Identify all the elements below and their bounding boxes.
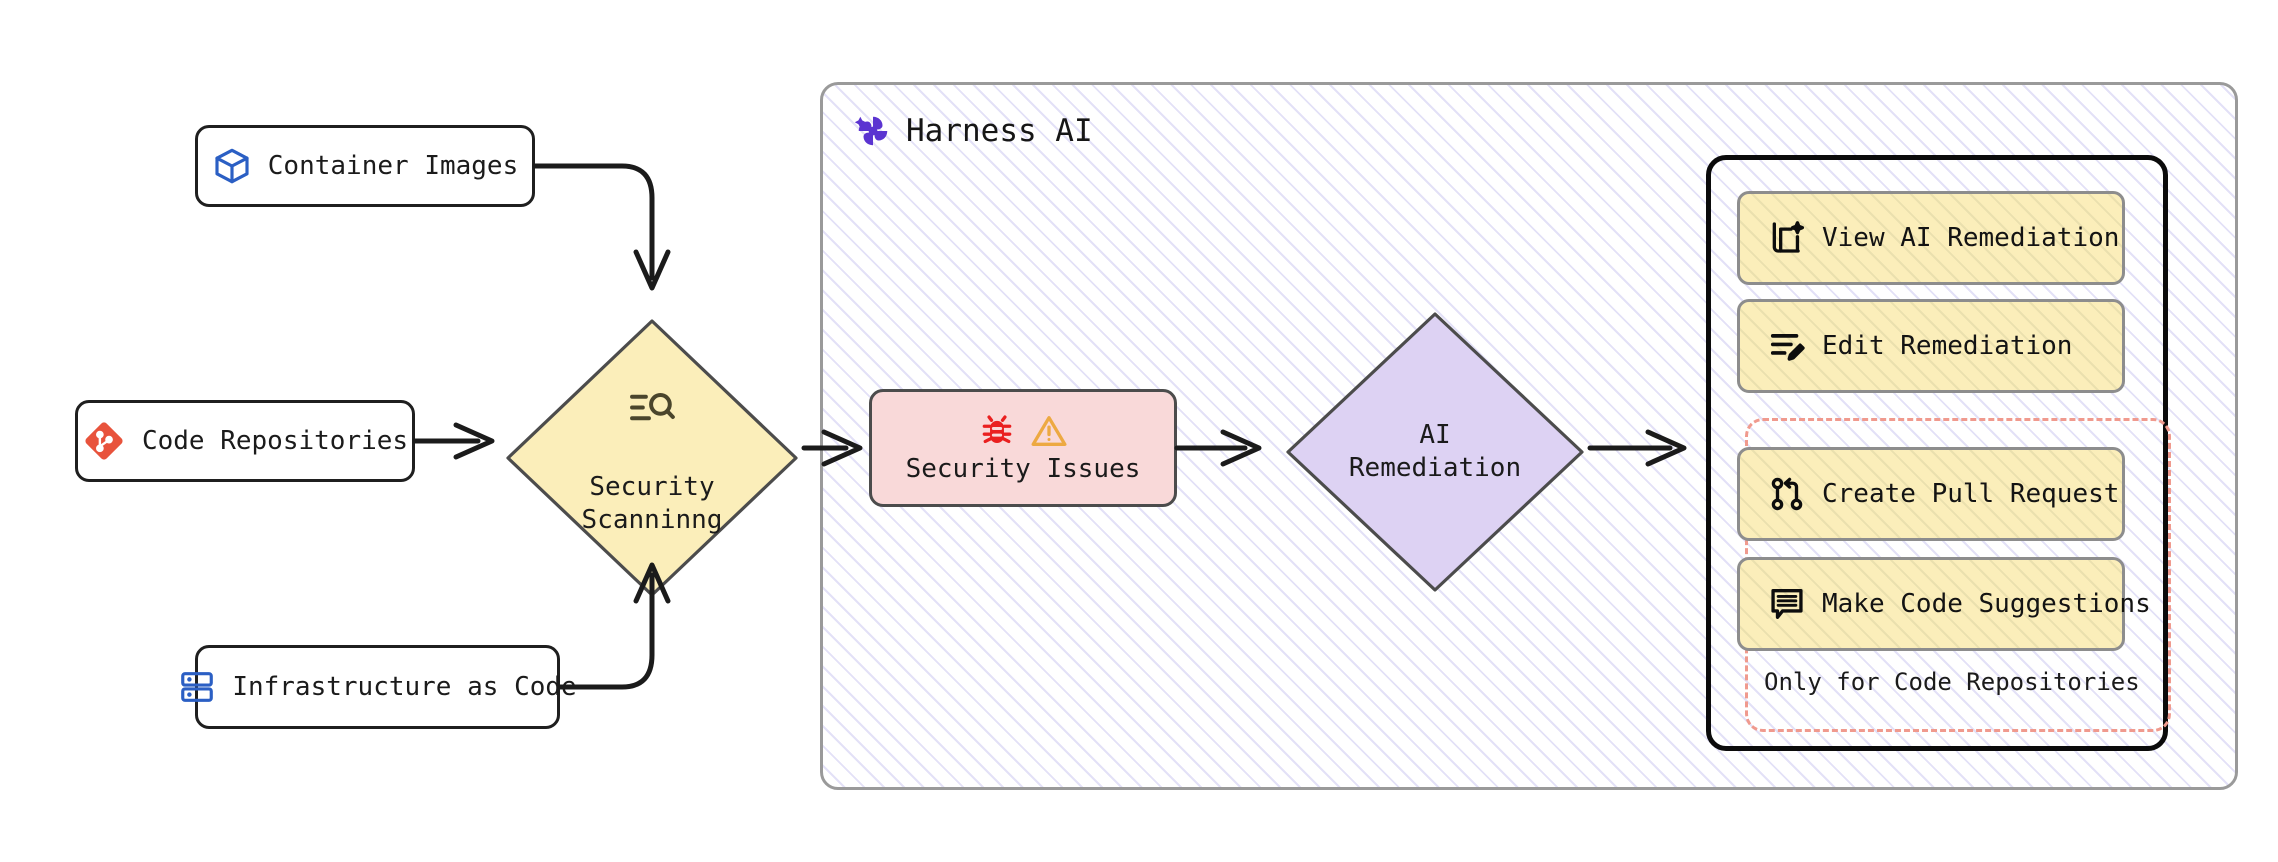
cube-icon [212, 146, 252, 186]
edge-arrowhead-container-images [633, 249, 671, 291]
action-view-ai-remediation-label: View AI Remediation [1822, 223, 2120, 253]
server-stack-icon [178, 668, 216, 706]
ai-document-sparkle-icon [1768, 219, 1806, 257]
node-security-issues[interactable]: Security Issues [869, 389, 1177, 507]
bug-icon [978, 412, 1016, 450]
edge-container-images-to-scanning [532, 163, 655, 281]
action-create-pull-request-label: Create Pull Request [1822, 479, 2120, 509]
security-issues-label: Security Issues [905, 454, 1141, 484]
action-create-pull-request[interactable]: Create Pull Request [1737, 447, 2125, 541]
action-make-code-suggestions-label: Make Code Suggestions [1822, 589, 2151, 619]
action-make-code-suggestions[interactable]: Make Code Suggestions [1737, 557, 2151, 651]
edge-arrowhead-code-repositories [453, 422, 495, 460]
action-edit-remediation-label: Edit Remediation [1822, 331, 2073, 361]
node-container-images[interactable]: Container Images [195, 125, 535, 207]
action-edit-remediation[interactable]: Edit Remediation [1737, 299, 2125, 393]
code-repositories-only-note: Only for Code Repositories [1764, 668, 2140, 696]
git-pull-request-icon [1768, 475, 1806, 513]
node-ai-remediation[interactable]: AI Remediation [1280, 306, 1590, 598]
node-security-scanning[interactable]: Security Scanninng [500, 313, 804, 603]
comment-lines-icon [1768, 585, 1806, 623]
harness-ai-label: Harness AI [906, 113, 1093, 149]
node-container-images-label: Container Images [267, 151, 519, 181]
node-infrastructure-as-code-label: Infrastructure as Code [232, 672, 577, 702]
harness-pinwheel-icon [854, 112, 892, 150]
warning-triangle-icon [1030, 412, 1068, 450]
security-issues-icon-row [978, 412, 1068, 450]
edit-lines-pencil-icon [1768, 327, 1806, 365]
git-repo-icon [82, 419, 126, 463]
harness-ai-cluster-header: Harness AI [854, 112, 1093, 150]
node-infrastructure-as-code[interactable]: Infrastructure as Code [181, 645, 577, 729]
scan-search-icon [500, 389, 804, 429]
node-code-repositories[interactable]: Code Repositories [75, 400, 415, 482]
action-view-ai-remediation[interactable]: View AI Remediation [1737, 191, 2125, 285]
node-code-repositories-label: Code Repositories [141, 426, 409, 456]
